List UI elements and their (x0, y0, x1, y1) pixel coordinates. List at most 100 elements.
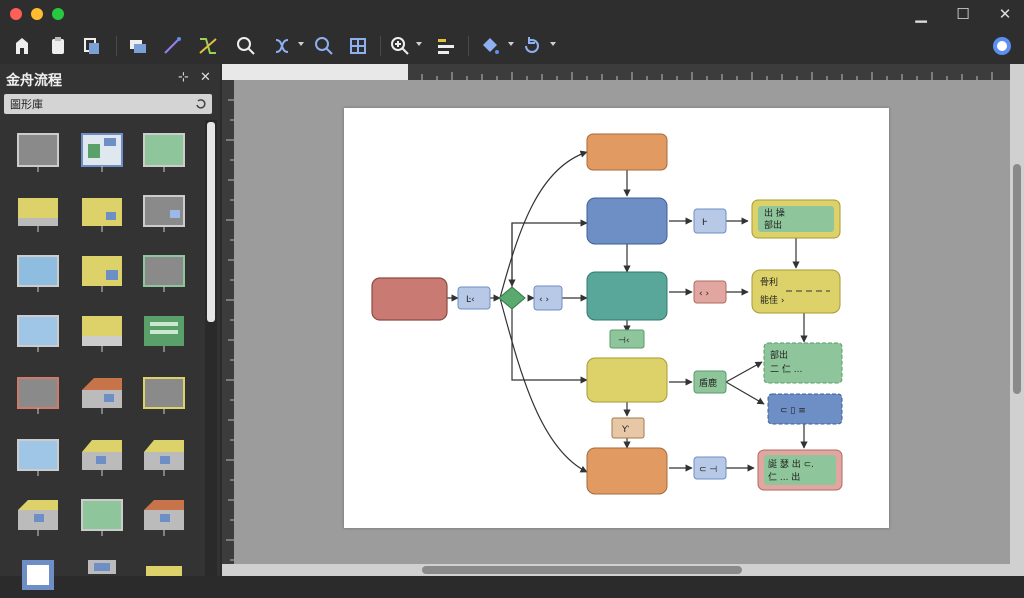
shape-thumb-red-frame[interactable] (16, 374, 60, 416)
search-tool-button[interactable] (234, 34, 260, 58)
zoom-tool-button[interactable] (312, 34, 338, 58)
shape-thumb-gray-green[interactable] (142, 252, 186, 294)
node-diamond[interactable] (498, 286, 526, 310)
table-tool-button[interactable] (346, 34, 372, 58)
shape-thumb-white-frame[interactable] (16, 556, 60, 598)
shape-thumb-green-form[interactable] (142, 312, 186, 354)
node-rose-line1: 誕 瑟 出 ⊂. (768, 458, 814, 470)
fill-tool-button[interactable] (478, 34, 504, 58)
shape-thumb-photo[interactable] (80, 132, 124, 174)
rotate-dropdown-arrow[interactable] (550, 42, 556, 46)
shape-thumb-yellow-card[interactable] (80, 192, 124, 234)
account-icon (993, 37, 1011, 55)
close-panel-button[interactable]: ✕ (200, 70, 211, 85)
account-button[interactable] (990, 34, 1016, 58)
node-small-tan-label: Ƴ (621, 425, 629, 435)
node-small-tan[interactable] (611, 417, 645, 439)
panel-scrollbar-thumb[interactable] (207, 122, 215, 322)
node-small-green[interactable] (609, 329, 645, 349)
toolbar-separator (380, 36, 381, 56)
shape-thumb-light-blue[interactable] (16, 312, 60, 354)
node-right-small-1[interactable] (693, 208, 727, 234)
diagram-page[interactable]: Ŀ‹ ‹ › ⊣‹ Ƴ Ͱ ‹ › (344, 108, 889, 528)
node-right-small-3-label: 盾鹿 (699, 377, 717, 389)
search-input[interactable]: 圖形庫 (4, 94, 212, 114)
main-toolbar (0, 28, 1024, 64)
shape-thumb-gray-screen[interactable] (16, 132, 60, 174)
shape-thumb-house[interactable] (80, 374, 124, 416)
minimize-icon[interactable]: ▁ (915, 5, 927, 23)
home-icon (16, 38, 28, 54)
node-right-small-1-label: Ͱ (702, 218, 708, 228)
shape-thumb-yellow-frame[interactable] (142, 374, 186, 416)
align-tool-button[interactable] (434, 34, 460, 58)
rotate-tool-button[interactable] (520, 34, 546, 58)
table-icon (350, 38, 366, 54)
node-small-blue-2[interactable] (533, 285, 563, 311)
drawing-canvas[interactable]: Ŀ‹ ‹ › ⊣‹ Ƴ Ͱ ‹ › (234, 80, 1010, 564)
fill-dropdown-arrow[interactable] (508, 42, 514, 46)
node-small-blue-2-label: ‹ › (539, 295, 549, 305)
node-blue[interactable] (586, 197, 668, 245)
paste-tool-button[interactable] (46, 34, 72, 58)
restore-icon[interactable]: ☐ (956, 5, 970, 23)
title-bar: ▁ ☐ ✕ (0, 0, 1024, 28)
refresh-icon[interactable] (194, 97, 208, 111)
shape-thumb-yellow-roof[interactable] (16, 496, 60, 538)
horizontal-ruler (222, 64, 1010, 80)
node-yellow[interactable] (586, 357, 668, 403)
layer-tool-button[interactable] (126, 34, 152, 58)
shape-icon (275, 39, 289, 53)
shape-thumb-mint-card[interactable] (80, 496, 124, 538)
shape-thumb-yellow-house-alt[interactable] (142, 436, 186, 478)
shape-thumb-gray-window[interactable] (142, 192, 186, 234)
maximize-window-button[interactable] (52, 8, 64, 20)
minimize-window-button[interactable] (31, 8, 43, 20)
rotate-icon (525, 37, 539, 53)
node-right-small-3[interactable] (693, 370, 727, 394)
node-right-small-2[interactable] (693, 280, 727, 304)
shape-thumb-yellow-house[interactable] (80, 436, 124, 478)
shape-thumb-blue-screen[interactable] (16, 252, 60, 294)
node-yellow-right-line1: 骨利 (760, 276, 778, 288)
shape-dropdown-arrow[interactable] (298, 42, 304, 46)
node-blue-dashed-label: ⊂ ▯ ≡ (780, 406, 806, 416)
zoom-dropdown-arrow[interactable] (416, 42, 422, 46)
horizontal-scrollbar-thumb[interactable] (422, 566, 742, 574)
shape-thumb-yellow-panel[interactable] (80, 252, 124, 294)
shape-thumb-yellow-small[interactable] (142, 556, 186, 598)
close-window-button[interactable] (10, 8, 22, 20)
home-tool-button[interactable] (12, 34, 38, 58)
node-small-blue[interactable] (457, 286, 491, 310)
ruler-tab-left[interactable] (222, 64, 408, 80)
panel-scrollbar[interactable] (205, 120, 217, 576)
node-teal[interactable] (586, 271, 668, 321)
shape-thumb-sky-screen[interactable] (16, 436, 60, 478)
node-blue-dashed[interactable] (767, 393, 843, 425)
zoom-fit-button[interactable] (388, 34, 414, 58)
vertical-scrollbar[interactable] (1010, 64, 1024, 576)
shape-thumb-brown-roof[interactable] (142, 496, 186, 538)
shape-tool-button[interactable] (270, 34, 296, 58)
shape-thumb-green-screen[interactable] (142, 132, 186, 174)
vertical-scrollbar-thumb[interactable] (1013, 164, 1021, 394)
shape-thumb-blue-small[interactable] (80, 556, 124, 598)
align-icon (438, 39, 454, 54)
shape-thumb-yellow-folder[interactable] (16, 192, 60, 234)
node-right-small-2-label: ‹ › (699, 289, 709, 299)
node-yellow-green-inner (758, 206, 834, 232)
node-right-small-4[interactable] (693, 456, 727, 480)
line-tool-button[interactable] (160, 34, 186, 58)
node-red-start[interactable] (371, 277, 448, 321)
node-small-green-label: ⊣‹ (618, 336, 629, 346)
copy-tool-button[interactable] (80, 34, 106, 58)
pin-panel-button[interactable]: ⊹ (178, 70, 189, 85)
close-icon[interactable]: ✕ (998, 5, 1012, 23)
node-green-dashed[interactable] (763, 342, 843, 384)
horizontal-scrollbar[interactable] (222, 564, 1010, 576)
node-orange-bottom[interactable] (586, 447, 668, 495)
ruler-ticks-vertical (226, 99, 234, 561)
shape-thumb-yellow-box[interactable] (80, 312, 124, 354)
node-orange-top[interactable] (586, 133, 668, 171)
connector-tool-button[interactable] (196, 34, 222, 58)
